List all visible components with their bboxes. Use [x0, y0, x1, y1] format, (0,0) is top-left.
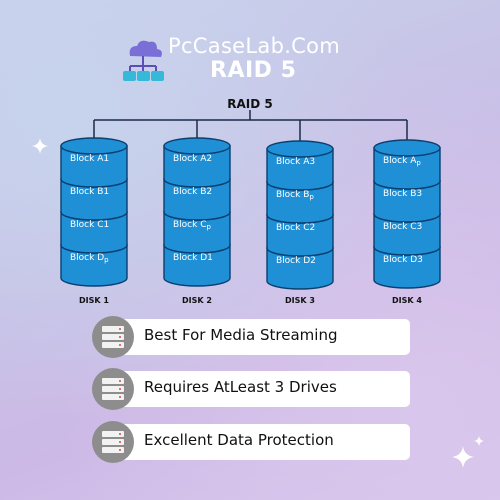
- server-rack-icon: [92, 368, 134, 410]
- disk-segment: [266, 148, 334, 191]
- feature-text: Requires AtLeast 3 Drives: [144, 378, 337, 396]
- parity-subscript: p: [416, 159, 421, 167]
- disk-segment: [60, 145, 128, 188]
- disk-segment-top: [163, 137, 231, 155]
- disk-segment: [60, 178, 128, 221]
- diagram-title: RAID 5: [227, 97, 273, 111]
- block-label: Block C2: [276, 223, 316, 233]
- disk-segment: [373, 246, 441, 289]
- sparkle-icon: [32, 138, 48, 154]
- disk-segment: [373, 147, 441, 190]
- block-label: Block D2: [276, 256, 316, 266]
- block-label: Block C3: [383, 222, 423, 232]
- disk-label: DISK 4: [392, 296, 422, 305]
- block-label: Block C1: [70, 220, 110, 230]
- disk-segment-top: [373, 139, 441, 157]
- disk-segment: [60, 244, 128, 287]
- disk-label: DISK 3: [285, 296, 315, 305]
- disk-segment-top: [266, 140, 334, 158]
- parity-subscript: p: [206, 223, 211, 231]
- disk-segment: [266, 214, 334, 257]
- disk-segment: [163, 178, 231, 221]
- block-label: Block Ap: [383, 156, 421, 167]
- block-label: Block Cp: [173, 220, 211, 231]
- disk-segment: [266, 247, 334, 290]
- disk-segment: [163, 211, 231, 254]
- block-label: Block A2: [173, 154, 213, 164]
- disk-label: DISK 2: [182, 296, 212, 305]
- feature-item: Best For Media Streaming: [92, 316, 410, 358]
- block-label: Block Bp: [276, 190, 314, 201]
- feature-item: Excellent Data Protection: [92, 421, 410, 463]
- block-label: Block B3: [383, 189, 423, 199]
- feature-item: Requires AtLeast 3 Drives: [92, 368, 410, 410]
- server-rack-icon: [92, 316, 134, 358]
- disk-segment: [266, 181, 334, 224]
- sparkle-icon: [474, 436, 484, 446]
- sparkle-icon: [452, 446, 474, 468]
- block-label: Block B2: [173, 187, 213, 197]
- brand-name: PcCaseLab.Com: [168, 34, 341, 58]
- block-label: Block A1: [70, 154, 110, 164]
- raid-diagram: [60, 110, 441, 290]
- block-label: Block A3: [276, 157, 316, 167]
- disk-segment: [373, 213, 441, 256]
- disk-segment: [373, 180, 441, 223]
- block-label: Block D3: [383, 255, 423, 265]
- cloud-network-icon: [123, 40, 164, 81]
- disk-segment: [163, 145, 231, 188]
- block-label: Block D1: [173, 253, 213, 263]
- page-title: RAID 5: [210, 58, 297, 83]
- server-rack-icon: [92, 421, 134, 463]
- feature-pill: [118, 371, 410, 407]
- feature-pill: [118, 319, 410, 355]
- disk-segment: [163, 244, 231, 287]
- feature-pill: [118, 424, 410, 460]
- block-label: Block B1: [70, 187, 110, 197]
- feature-text: Best For Media Streaming: [144, 326, 338, 344]
- disk-segment: [60, 211, 128, 254]
- feature-text: Excellent Data Protection: [144, 431, 334, 449]
- parity-subscript: p: [309, 193, 314, 201]
- disk-label: DISK 1: [79, 296, 109, 305]
- parity-subscript: p: [104, 256, 109, 264]
- disk-segment-top: [60, 137, 128, 155]
- block-label: Block Dp: [70, 253, 109, 264]
